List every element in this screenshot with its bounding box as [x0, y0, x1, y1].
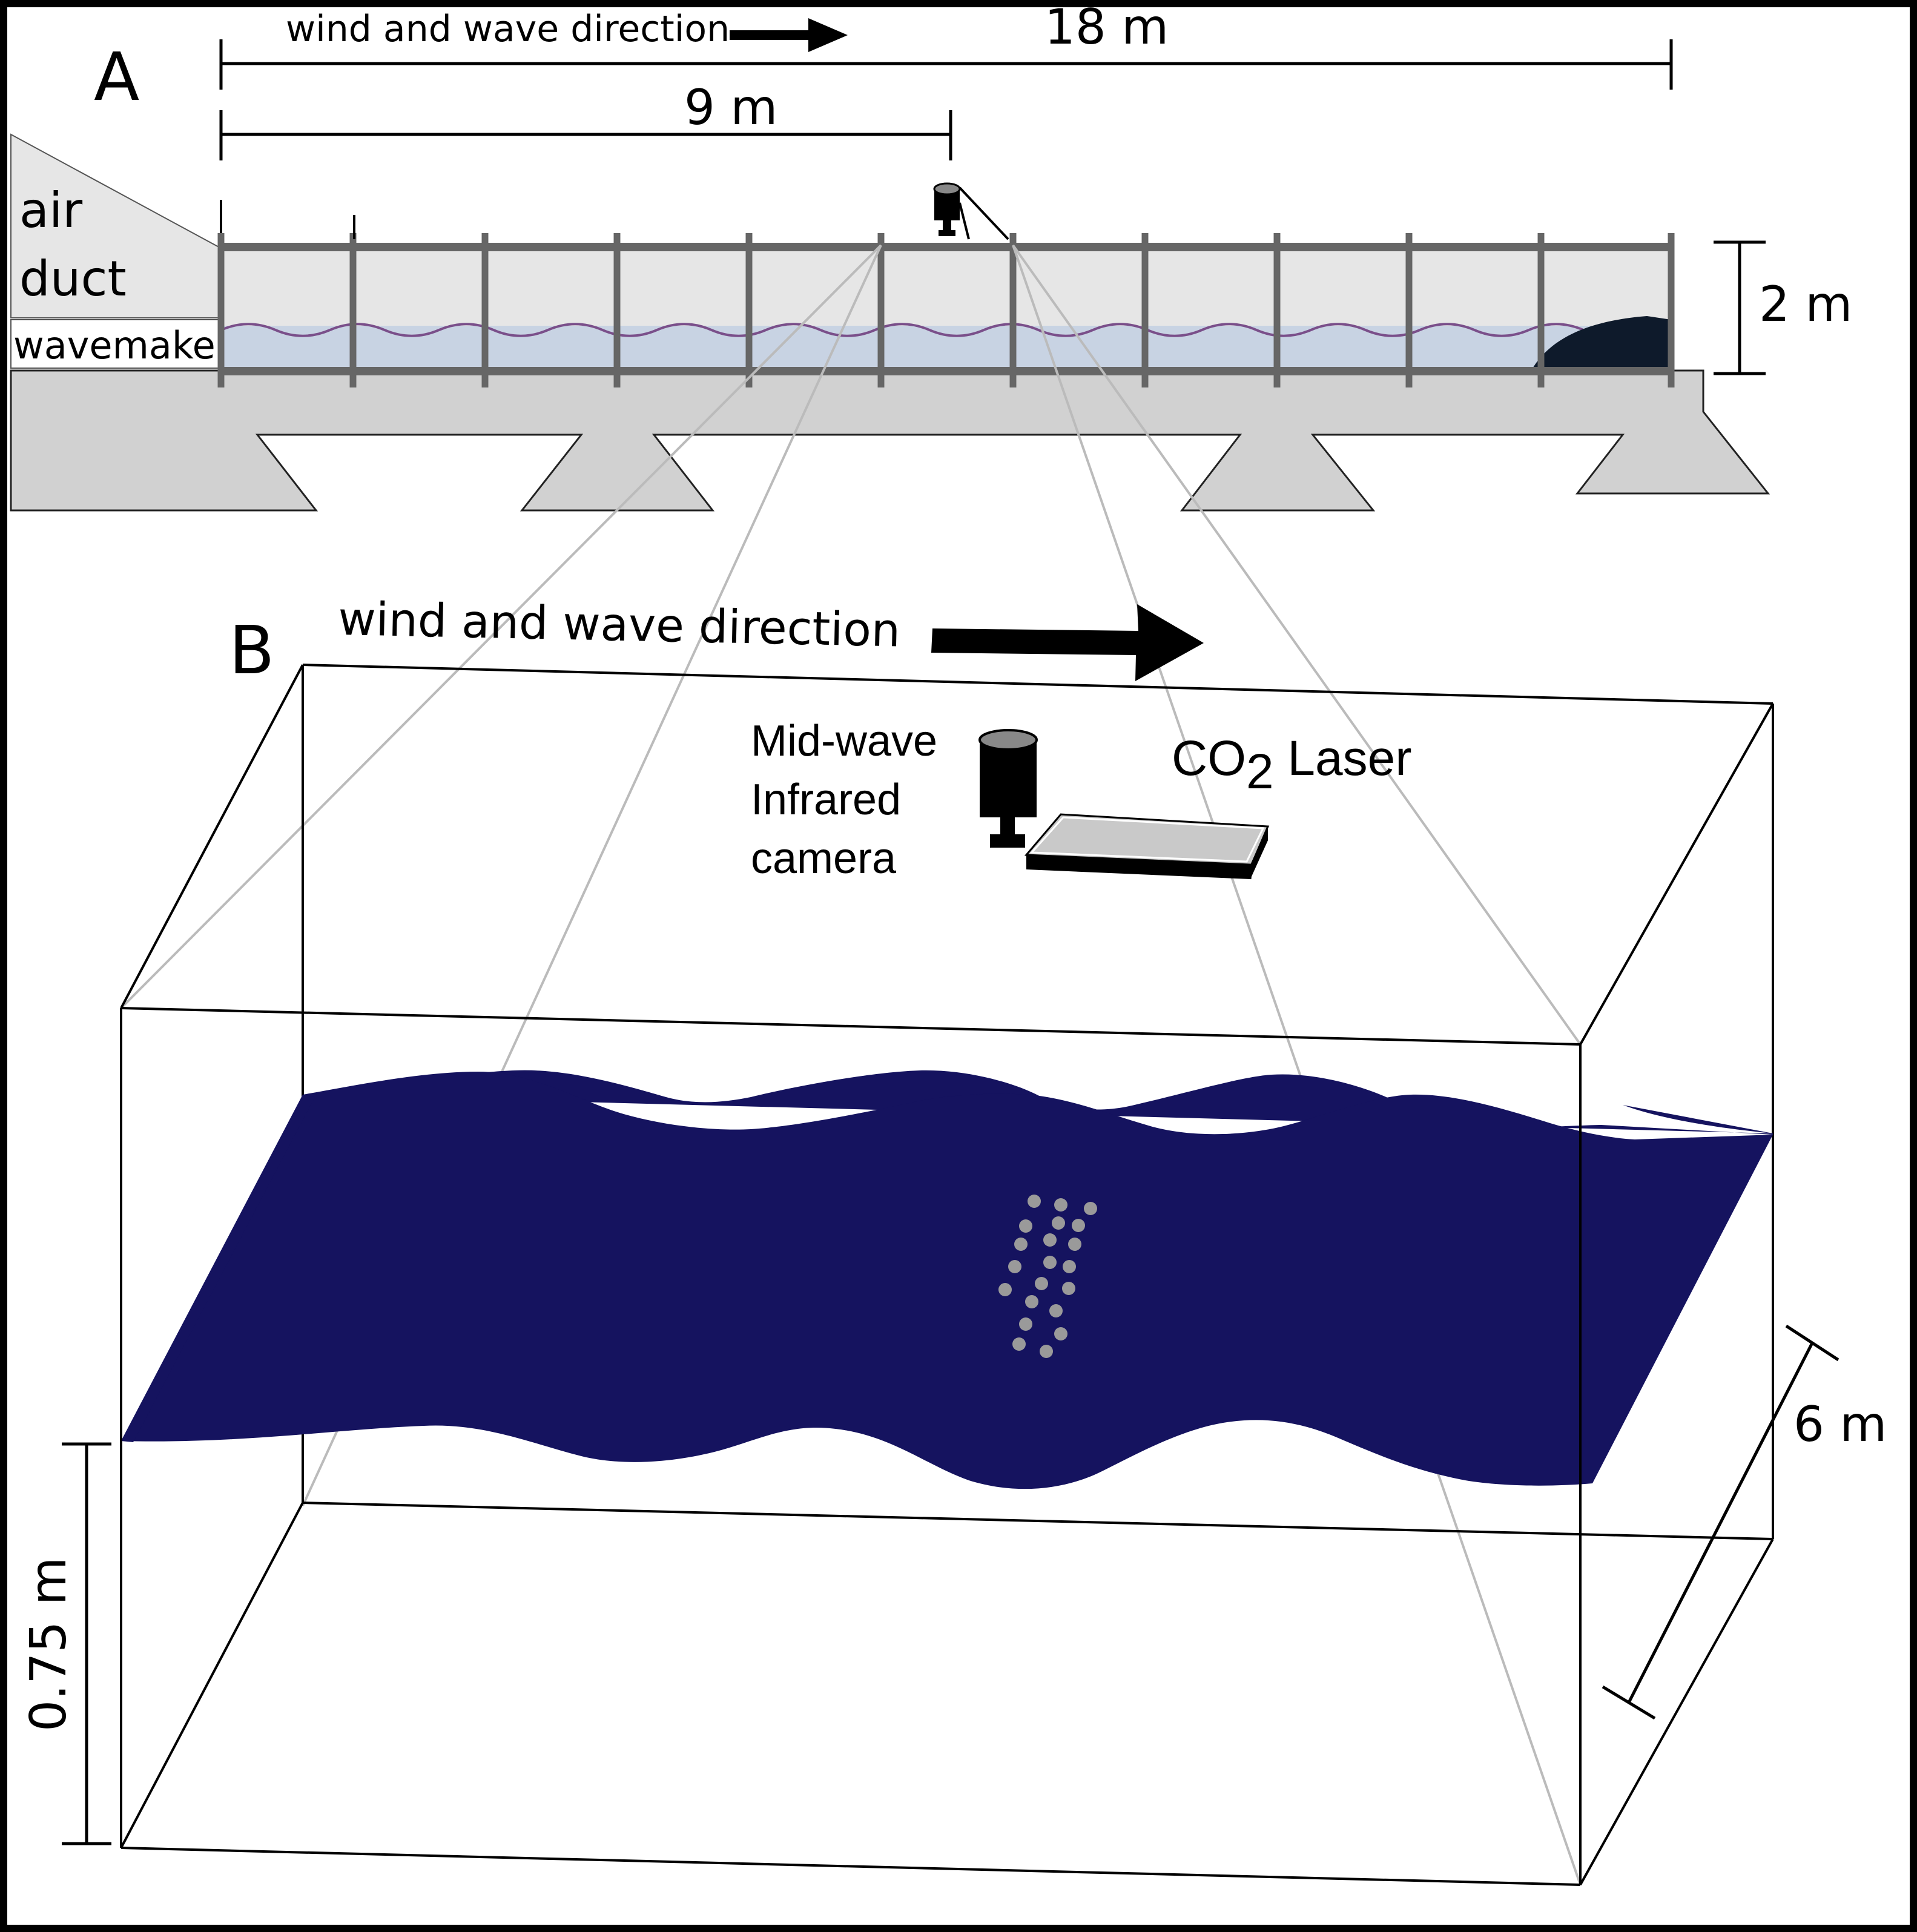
panel-a-direction-arrow — [730, 18, 848, 52]
panel-b: B wind and wave direction — [20, 592, 1887, 1886]
tank-box-front — [120, 664, 1774, 1886]
infrared-camera-icon — [978, 729, 1038, 848]
panel-b-label: B — [229, 612, 274, 689]
tank-support-base — [10, 369, 1770, 512]
tank-wave-line — [220, 323, 1672, 337]
laser-label-rest: Laser — [1274, 731, 1412, 786]
dimension-2m-label: 2 m — [1759, 276, 1852, 332]
wavemaker-box — [10, 319, 222, 369]
heated-spot-pattern — [998, 1195, 1097, 1358]
panel-a: A wind and wave direction 18 m 9 m air d… — [10, 0, 1852, 512]
dimension-9m-label: 9 m — [684, 79, 777, 136]
camera-label-3: camera — [751, 834, 897, 883]
dimension-9m — [219, 110, 952, 160]
dimension-2m — [1714, 240, 1766, 375]
dimension-18m-label: 18 m — [1044, 0, 1169, 55]
projection-lines — [120, 244, 1582, 1885]
wavemaker-label: wavemaker — [13, 323, 231, 368]
panel-b-direction-arrow — [931, 604, 1204, 681]
dimension-075m-label: 0.75 m — [20, 1557, 78, 1732]
laser-label-co: CO — [1172, 731, 1246, 786]
panel-a-direction-text: wind and wave direction — [286, 8, 730, 50]
panel-b-direction-text: wind and wave direction — [338, 592, 901, 657]
camera-label-2: Infrared — [751, 776, 901, 824]
laser-label-subscript: 2 — [1246, 744, 1274, 799]
air-duct-label-1: air — [19, 182, 82, 239]
tank-water — [221, 326, 1671, 371]
air-duct-label-2: duct — [19, 251, 127, 307]
dimension-6m-label: 6 m — [1793, 1396, 1887, 1452]
dimension-6m — [1602, 1324, 1839, 1720]
co2-laser-icon — [1024, 813, 1270, 880]
water-surface-front — [121, 1095, 315, 1442]
wave-absorber-beach — [1532, 316, 1671, 369]
laser-label: CO2 Laser — [1172, 731, 1412, 799]
water-surface-body — [121, 1072, 1773, 1489]
dimension-18m — [219, 39, 1673, 90]
dimension-075m — [62, 1442, 111, 1845]
tank-frame — [221, 243, 1671, 375]
panel-a-label: A — [94, 38, 139, 116]
tank-frame-posts — [217, 233, 1675, 387]
small-camera-icon — [933, 182, 1009, 240]
tank-air-space — [221, 247, 1671, 326]
camera-label-1: Mid-wave — [751, 717, 937, 765]
